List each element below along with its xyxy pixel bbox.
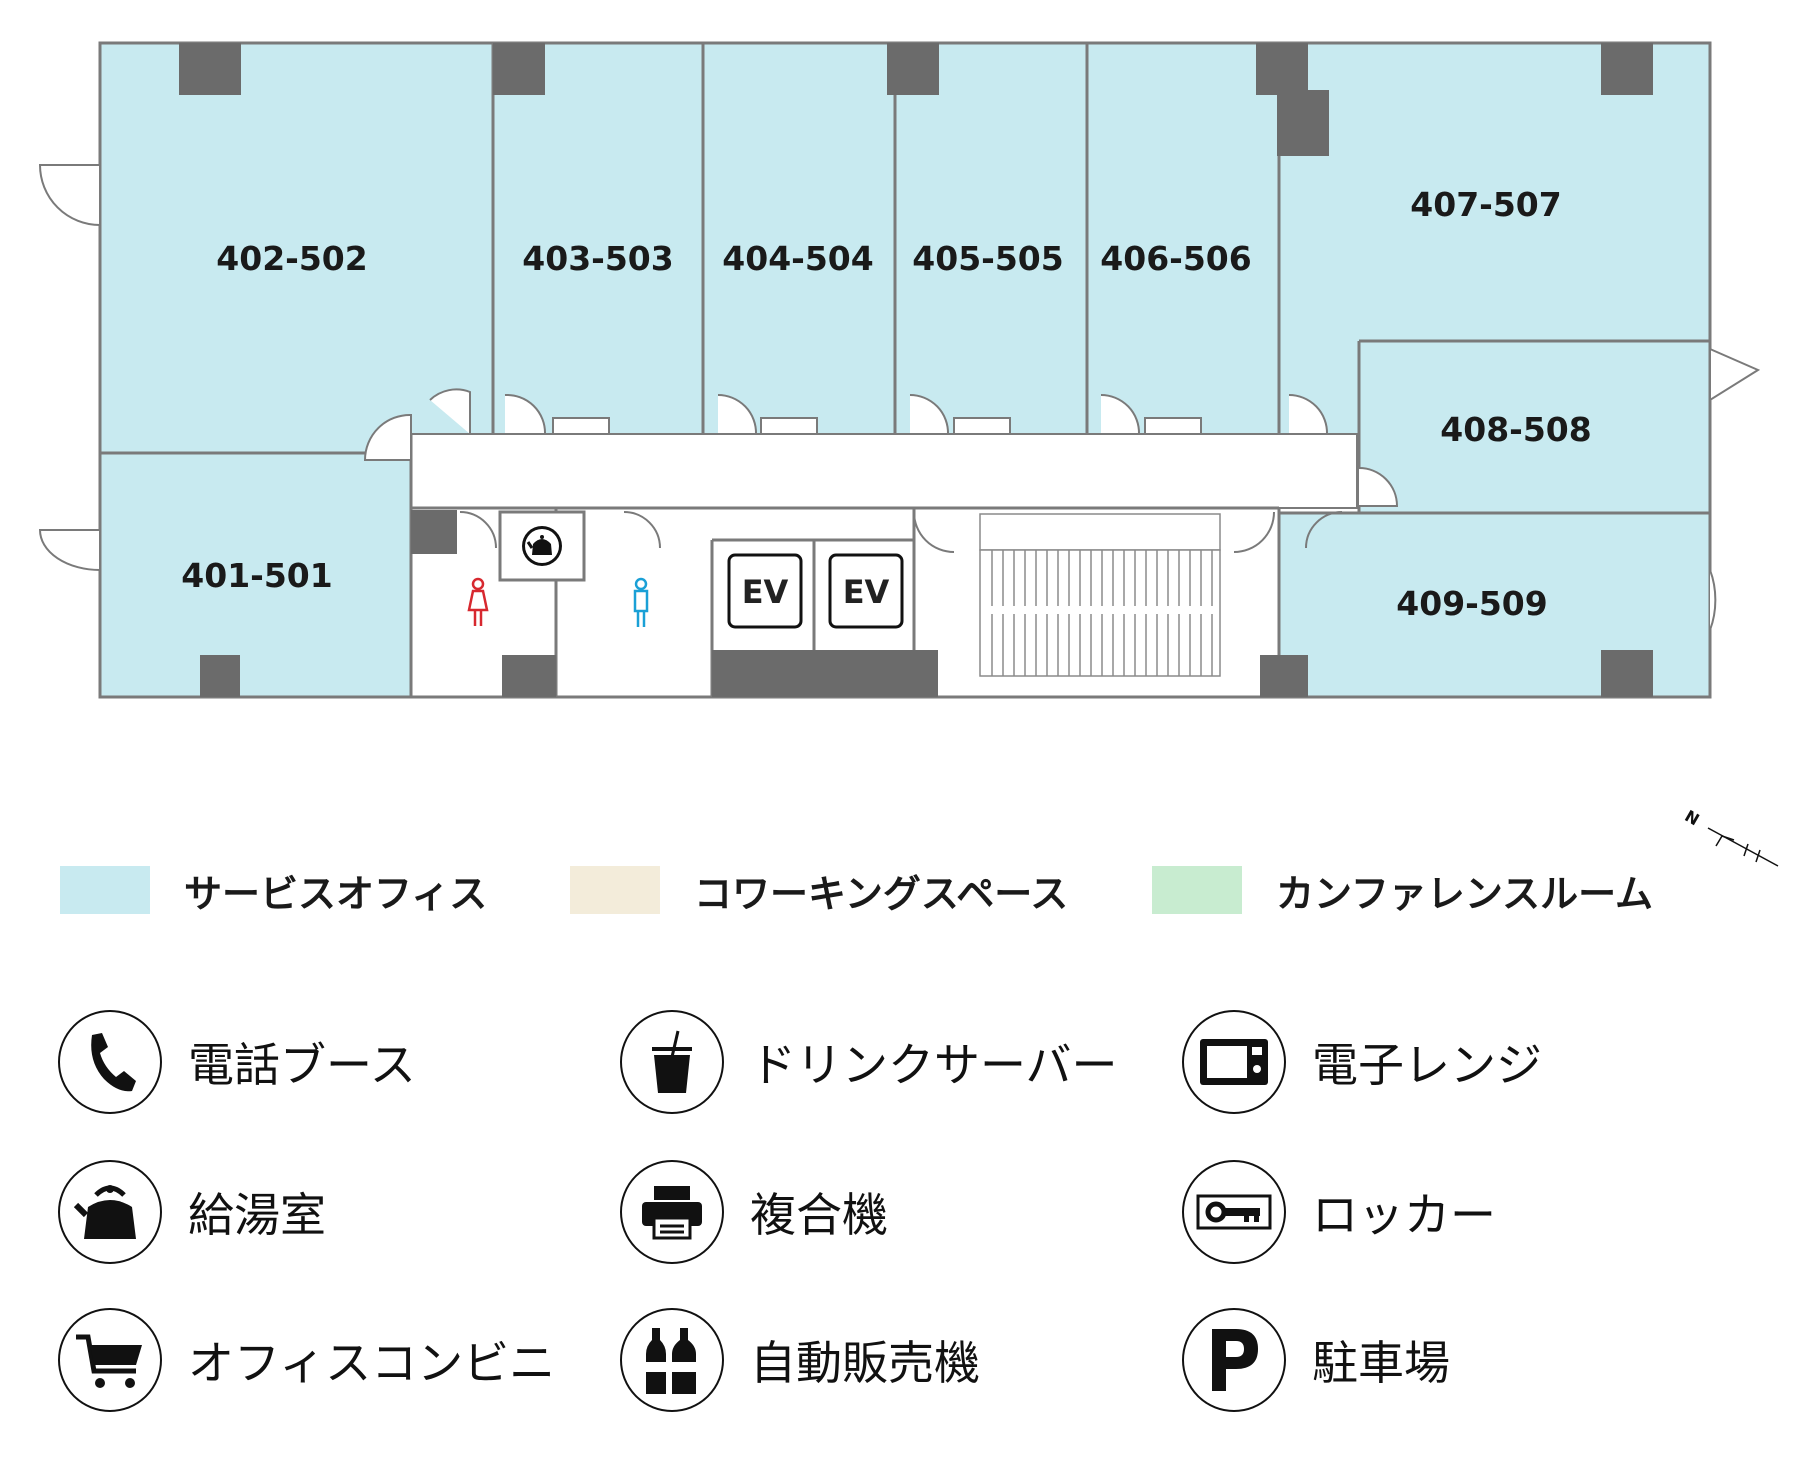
room-label-408-508: 408-508 bbox=[1440, 410, 1591, 449]
room-label-406-506: 406-506 bbox=[1100, 239, 1251, 278]
room-404-504[interactable] bbox=[703, 43, 895, 434]
legend-service-office: サービスオフィス bbox=[60, 865, 488, 916]
room-label-409-509: 409-509 bbox=[1396, 584, 1547, 623]
amenity-label: オフィスコンビニ bbox=[188, 1336, 556, 1390]
amenity-label: 自動販売機 bbox=[750, 1336, 980, 1390]
legend-swatch bbox=[1152, 866, 1242, 914]
amenity-microwave: 電子レンジ bbox=[1182, 1010, 1542, 1114]
room-label-407-507: 407-507 bbox=[1410, 185, 1561, 224]
compass-north-label: N bbox=[1682, 806, 1703, 829]
parking-icon bbox=[1182, 1308, 1286, 1412]
amenity-label: 駐車場 bbox=[1312, 1336, 1450, 1390]
service-office-areas bbox=[100, 43, 1710, 697]
legend-label: サービスオフィス bbox=[184, 871, 488, 916]
key-icon bbox=[1182, 1160, 1286, 1264]
room-402-502[interactable] bbox=[100, 43, 493, 453]
legend-coworking: コワーキングスペース bbox=[570, 865, 1069, 916]
amenity-multifunction-printer: 複合機 bbox=[620, 1160, 888, 1264]
room-405-505[interactable] bbox=[895, 43, 1087, 434]
kettle-icon bbox=[58, 1160, 162, 1264]
amenity-parking: 駐車場 bbox=[1182, 1308, 1450, 1412]
female-restroom-icon bbox=[467, 577, 489, 626]
amenity-locker: ロッカー bbox=[1182, 1160, 1496, 1264]
amenity-vending-machine: 自動販売機 bbox=[620, 1308, 980, 1412]
legend-swatch bbox=[570, 866, 660, 914]
room-label-402-502: 402-502 bbox=[216, 239, 367, 278]
legend-label: カンファレンスルーム bbox=[1276, 871, 1653, 916]
room-label-404-504: 404-504 bbox=[722, 239, 873, 278]
amenity-label: ドリンクサーバー bbox=[750, 1038, 1118, 1092]
elevator-2 bbox=[828, 553, 904, 629]
floor-plan: EV EV 402-502 403-503 404-504 405-505 bbox=[38, 41, 1761, 699]
room-401-501[interactable] bbox=[100, 453, 411, 697]
room-408-508[interactable] bbox=[1359, 341, 1710, 513]
amenity-label: 電子レンジ bbox=[1312, 1038, 1542, 1092]
bottles-icon bbox=[620, 1308, 724, 1412]
pillars bbox=[179, 43, 1653, 697]
elevator-1-label: EV bbox=[742, 573, 789, 611]
room-403-503[interactable] bbox=[493, 43, 703, 434]
male-restroom-icon bbox=[633, 577, 649, 627]
amenity-drink-server: ドリンクサーバー bbox=[620, 1010, 1118, 1114]
amenity-label: 複合機 bbox=[750, 1188, 888, 1242]
printer-icon bbox=[620, 1160, 724, 1264]
room-label-403-503: 403-503 bbox=[522, 239, 673, 278]
amenity-kettle-room: 給湯室 bbox=[58, 1160, 326, 1264]
phone-icon bbox=[58, 1010, 162, 1114]
legend-conference: カンファレンスルーム bbox=[1152, 865, 1653, 916]
legend-label: コワーキングスペース bbox=[694, 871, 1069, 916]
microwave-icon bbox=[1182, 1010, 1286, 1114]
amenity-office-convenience-store: オフィスコンビニ bbox=[58, 1308, 555, 1412]
elevator-1 bbox=[727, 553, 803, 629]
room-label-405-505: 405-505 bbox=[912, 239, 1063, 278]
amenity-label: ロッカー bbox=[1312, 1188, 1496, 1242]
amenity-label: 電話ブース bbox=[188, 1038, 416, 1092]
elevator-2-label: EV bbox=[843, 573, 890, 611]
legend-swatch bbox=[60, 866, 150, 914]
north-compass: N bbox=[1682, 806, 1779, 867]
cart-icon bbox=[58, 1308, 162, 1412]
drink-icon bbox=[620, 1010, 724, 1114]
room-406-506[interactable] bbox=[1087, 43, 1279, 434]
staircase bbox=[979, 513, 1221, 677]
corridor bbox=[410, 433, 1358, 509]
amenity-phone-booth: 電話ブース bbox=[58, 1010, 416, 1114]
room-label-401-501: 401-501 bbox=[181, 556, 332, 595]
kettle-room-icon bbox=[522, 526, 562, 566]
amenity-label: 給湯室 bbox=[188, 1188, 326, 1242]
